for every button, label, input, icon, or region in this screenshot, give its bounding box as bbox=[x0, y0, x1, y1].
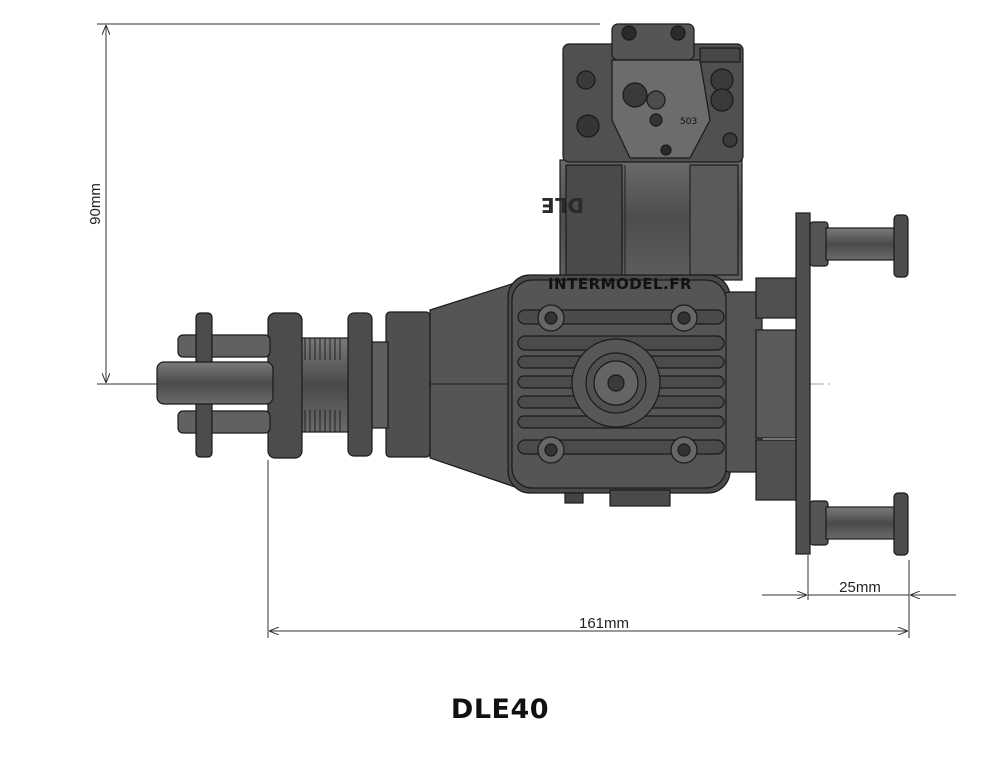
shaft-threads bbox=[304, 338, 341, 432]
dle-engraving: DLE bbox=[541, 193, 584, 217]
carburetor: 503 bbox=[562, 23, 744, 163]
watermark-text: INTERMODEL.FR bbox=[548, 275, 692, 293]
cylinder-block: DLE bbox=[541, 159, 743, 281]
rear-mount-plate bbox=[795, 212, 811, 555]
height-dimension-label: 90mm bbox=[87, 183, 104, 225]
mount-standoff-bottom bbox=[809, 492, 909, 556]
prop-bolt-top bbox=[177, 334, 271, 358]
mount-dimension-label: 25mm bbox=[839, 579, 881, 596]
dimension-length bbox=[267, 460, 910, 638]
dimension-mount bbox=[762, 555, 956, 600]
bearing-collar bbox=[385, 311, 431, 458]
dimension-height bbox=[97, 23, 600, 385]
crankcase-cone bbox=[429, 281, 519, 489]
prop-hub-rear-disk bbox=[347, 312, 373, 457]
prop-bolt-bottom bbox=[177, 410, 271, 434]
engine: DLE 503 bbox=[156, 23, 909, 556]
mount-standoff-top bbox=[809, 214, 909, 278]
cylinder-head bbox=[507, 274, 797, 507]
part-label-503: 503 bbox=[680, 117, 697, 127]
prop-shaft-tip bbox=[156, 361, 274, 405]
head-screws bbox=[537, 304, 698, 464]
length-dimension-label: 161mm bbox=[579, 615, 629, 632]
model-title: DLE40 bbox=[450, 694, 550, 725]
